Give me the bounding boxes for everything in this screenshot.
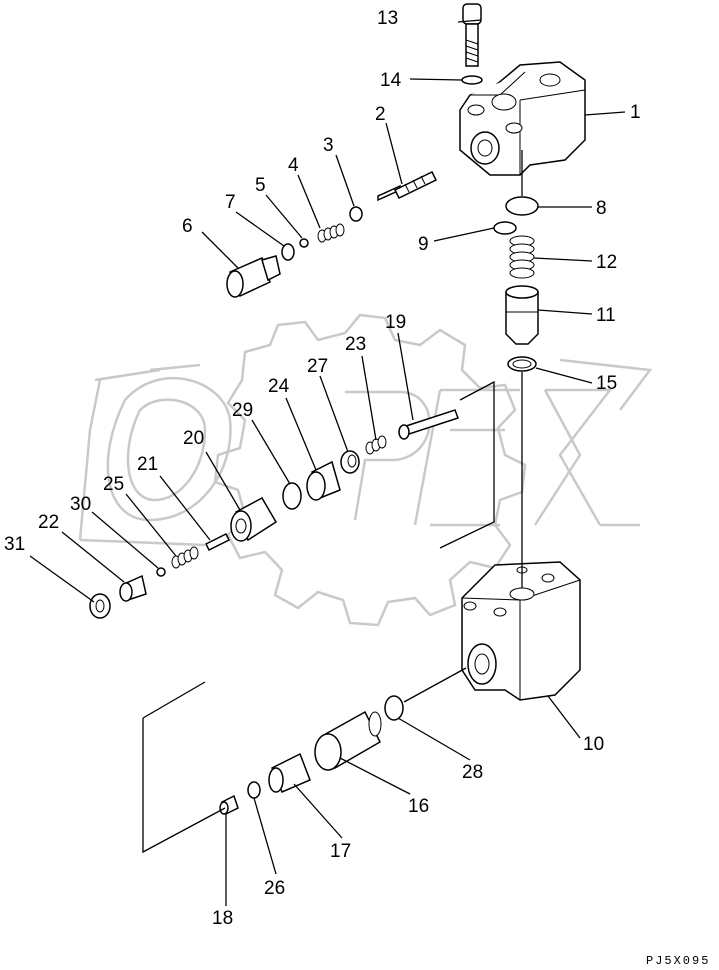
drawing-code: PJ5X095 bbox=[646, 954, 710, 968]
part-11-piston bbox=[505, 285, 539, 345]
callout-25: 25 bbox=[103, 474, 124, 495]
part-12-spring bbox=[509, 235, 535, 279]
part-1-cover bbox=[459, 61, 586, 176]
part-2-spool bbox=[377, 171, 438, 202]
callout-23: 23 bbox=[345, 334, 366, 355]
callout-2: 2 bbox=[375, 104, 386, 125]
part-7-o-ring bbox=[281, 243, 295, 261]
part-14-washer bbox=[461, 75, 483, 85]
callout-10: 10 bbox=[583, 734, 604, 755]
callout-1: 1 bbox=[630, 102, 641, 123]
callout-15: 15 bbox=[596, 373, 617, 394]
part-6-plug bbox=[226, 255, 281, 298]
part-3-retainer bbox=[349, 206, 363, 222]
callout-20: 20 bbox=[183, 428, 204, 449]
callout-27: 27 bbox=[307, 356, 328, 377]
part-21-poppet bbox=[204, 532, 231, 552]
part-5-seat bbox=[299, 238, 309, 248]
callout-29: 29 bbox=[232, 400, 253, 421]
part-16-plug bbox=[314, 710, 382, 771]
part-18-check-valve bbox=[219, 794, 239, 816]
part-26-ring bbox=[247, 781, 261, 799]
part-23-spring bbox=[365, 435, 387, 455]
callout-31: 31 bbox=[4, 534, 25, 555]
callout-14: 14 bbox=[380, 70, 402, 91]
callout-6: 6 bbox=[182, 216, 193, 237]
part-28-o-ring bbox=[384, 695, 404, 721]
callout-11: 11 bbox=[596, 305, 616, 326]
callout-7: 7 bbox=[225, 192, 236, 213]
callout-12: 12 bbox=[596, 252, 617, 273]
part-29-o-ring bbox=[282, 482, 302, 510]
callout-16: 16 bbox=[408, 796, 429, 817]
part-4-spring bbox=[317, 223, 345, 243]
callout-30: 30 bbox=[70, 494, 91, 515]
callout-17: 17 bbox=[330, 841, 351, 862]
part-25-spring bbox=[171, 546, 199, 569]
part-31-nut bbox=[89, 593, 111, 619]
callout-21: 21 bbox=[137, 454, 158, 475]
callout-9: 9 bbox=[418, 234, 429, 255]
part-30-ball bbox=[156, 567, 166, 577]
callout-28: 28 bbox=[462, 762, 483, 783]
part-13-bolt bbox=[462, 3, 482, 67]
callout-19: 19 bbox=[385, 312, 406, 333]
part-27-seat bbox=[340, 450, 360, 474]
assembly-lines bbox=[142, 150, 523, 854]
part-24-sleeve bbox=[306, 460, 341, 501]
part-8-o-ring bbox=[505, 196, 539, 216]
callout-leaders bbox=[29, 19, 626, 906]
callout-26: 26 bbox=[264, 878, 285, 899]
callout-4: 4 bbox=[288, 155, 299, 176]
callout-13: 13 bbox=[377, 8, 398, 29]
part-15-ring bbox=[507, 356, 537, 372]
part-10-body bbox=[461, 561, 581, 701]
part-19-bolt bbox=[398, 409, 459, 440]
part-22-adjuster bbox=[119, 574, 147, 602]
callout-18: 18 bbox=[212, 908, 233, 929]
callout-22: 22 bbox=[38, 512, 59, 533]
callout-labels: 1 2 3 4 5 6 7 8 9 10 11 12 13 14 15 16 1… bbox=[4, 8, 641, 929]
callout-24: 24 bbox=[268, 376, 290, 397]
part-17-piston bbox=[268, 752, 311, 793]
part-20-valve-seat bbox=[230, 496, 278, 542]
callout-8: 8 bbox=[596, 198, 607, 219]
callout-3: 3 bbox=[323, 135, 334, 156]
part-9-o-ring bbox=[493, 221, 517, 235]
callout-5: 5 bbox=[255, 175, 266, 196]
